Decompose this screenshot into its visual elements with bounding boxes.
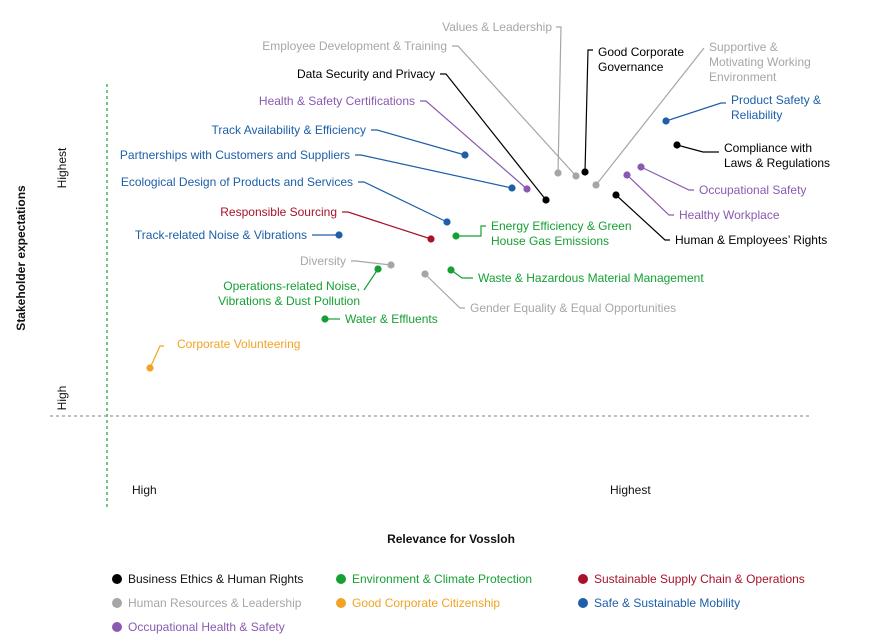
point-health-safety-certifications bbox=[523, 185, 531, 193]
point-good-corporate-governance bbox=[581, 168, 589, 176]
point-energy-efficiency-green-house-gas-emissions bbox=[452, 232, 460, 240]
point-operations-related-noise-vibrations-dust-pollution bbox=[374, 265, 382, 273]
label-ecological-design-of-products-and-services: Ecological Design of Products and Servic… bbox=[121, 175, 353, 189]
point-human-employees-rights bbox=[612, 191, 620, 199]
legend-item-mobility: Safe & Sustainable Mobility bbox=[578, 596, 740, 610]
leader-line-gender-equality-equal-opportunities bbox=[424, 273, 465, 309]
label-healthy-workplace: Healthy Workplace bbox=[679, 208, 780, 222]
leader-line-compliance-with-laws-regulations bbox=[676, 144, 719, 153]
point-corporate-volunteering bbox=[146, 364, 154, 372]
point-partnerships-with-customers-and-suppliers bbox=[508, 184, 516, 192]
legend-item-hr: Human Resources & Leadership bbox=[112, 596, 301, 610]
leader-line-employee-development-training bbox=[452, 45, 577, 177]
y-tick-high: High bbox=[55, 386, 69, 411]
point-occupational-safety bbox=[637, 163, 645, 171]
leader-line-waste-hazardous-material-management bbox=[450, 269, 473, 279]
point-compliance-with-laws-regulations bbox=[673, 141, 681, 149]
legend-dot bbox=[578, 574, 588, 584]
leader-line-supportive-motivating-working-environment bbox=[595, 47, 705, 186]
point-track-availability-efficiency bbox=[461, 151, 469, 159]
label-operations-related-noise-vibrations-dust-pollution: Operations-related Noise,Vibrations & Du… bbox=[218, 279, 360, 308]
legend-dot bbox=[112, 622, 122, 632]
leader-line-good-corporate-governance bbox=[584, 49, 593, 173]
label-human-employees-rights: Human & Employees’ Rights bbox=[675, 233, 827, 247]
x-tick-highest: Highest bbox=[610, 483, 651, 497]
legend-dot bbox=[336, 574, 346, 584]
label-track-related-noise-vibrations: Track-related Noise & Vibrations bbox=[135, 228, 307, 242]
point-data-security-and-privacy bbox=[542, 196, 550, 204]
label-health-safety-certifications: Health & Safety Certifications bbox=[259, 94, 415, 108]
point-product-safety-reliability bbox=[662, 117, 670, 125]
label-product-safety-reliability: Product Safety &Reliability bbox=[731, 93, 821, 122]
leader-line-product-safety-reliability bbox=[665, 102, 726, 122]
label-data-security-and-privacy: Data Security and Privacy bbox=[297, 67, 435, 81]
legend-label: Business Ethics & Human Rights bbox=[128, 572, 304, 586]
leader-line-track-availability-efficiency bbox=[371, 129, 466, 156]
legend-item-env: Environment & Climate Protection bbox=[336, 572, 532, 586]
y-axis-title: Stakeholder expectations bbox=[14, 185, 28, 331]
point-water-effluents bbox=[321, 315, 329, 323]
legend-label: Good Corporate Citizenship bbox=[352, 596, 501, 610]
point-responsible-sourcing bbox=[427, 235, 435, 243]
label-employee-development-training: Employee Development & Training bbox=[262, 39, 447, 53]
point-diversity bbox=[387, 261, 395, 269]
point-ecological-design-of-products-and-services bbox=[443, 218, 451, 226]
label-responsible-sourcing: Responsible Sourcing bbox=[220, 205, 337, 219]
x-axis-title: Relevance for Vossloh bbox=[387, 532, 515, 546]
leader-line-health-safety-certifications bbox=[420, 100, 528, 190]
label-diversity: Diversity bbox=[300, 254, 346, 268]
leader-line-responsible-sourcing bbox=[342, 211, 432, 240]
legend-item-supply: Sustainable Supply Chain & Operations bbox=[578, 572, 805, 586]
label-waste-hazardous-material-management: Waste & Hazardous Material Management bbox=[478, 271, 704, 285]
legend-dot bbox=[112, 598, 122, 608]
point-track-related-noise-vibrations bbox=[335, 231, 343, 239]
legend-label: Environment & Climate Protection bbox=[352, 572, 533, 586]
legend-dot bbox=[578, 598, 588, 608]
point-supportive-motivating-working-environment bbox=[592, 181, 600, 189]
label-gender-equality-equal-opportunities: Gender Equality & Equal Opportunities bbox=[470, 301, 676, 315]
legend-dot bbox=[112, 574, 122, 584]
point-waste-hazardous-material-management bbox=[447, 266, 455, 274]
point-employee-development-training bbox=[572, 172, 580, 180]
leader-line-partnerships-with-customers-and-suppliers bbox=[355, 154, 513, 189]
leader-line-operations-related-noise-vibrations-dust-pollution bbox=[363, 268, 379, 291]
leader-line-human-employees-rights bbox=[615, 194, 670, 241]
legend-item-citizen: Good Corporate Citizenship bbox=[336, 596, 500, 610]
leader-line-energy-efficiency-green-house-gas-emissions bbox=[456, 225, 486, 237]
leader-line-data-security-and-privacy bbox=[440, 73, 547, 201]
point-values-leadership bbox=[554, 169, 562, 177]
leader-line-diversity bbox=[351, 260, 392, 266]
y-tick-highest: Highest bbox=[55, 147, 69, 188]
legend-item-ethics: Business Ethics & Human Rights bbox=[112, 572, 303, 586]
label-occupational-safety: Occupational Safety bbox=[699, 183, 806, 197]
legend-label: Human Resources & Leadership bbox=[128, 596, 302, 610]
legend-item-ohs: Occupational Health & Safety bbox=[112, 620, 285, 634]
legend-dot bbox=[336, 598, 346, 608]
legend-label: Sustainable Supply Chain & Operations bbox=[594, 572, 805, 586]
legend-label: Safe & Sustainable Mobility bbox=[594, 596, 741, 610]
label-track-availability-efficiency: Track Availability & Efficiency bbox=[211, 123, 366, 137]
label-corporate-volunteering: Corporate Volunteering bbox=[177, 337, 300, 351]
leader-line-ecological-design-of-products-and-services bbox=[358, 181, 448, 223]
leader-line-corporate-volunteering bbox=[149, 345, 164, 369]
point-healthy-workplace bbox=[623, 171, 631, 179]
legend-label: Occupational Health & Safety bbox=[128, 620, 285, 634]
label-water-effluents: Water & Effluents bbox=[345, 312, 438, 326]
label-values-leadership: Values & Leadership bbox=[442, 20, 552, 34]
leader-line-values-leadership bbox=[556, 26, 562, 174]
point-gender-equality-equal-opportunities bbox=[421, 270, 429, 278]
x-tick-high: High bbox=[132, 483, 157, 497]
leader-line-healthy-workplace bbox=[626, 174, 674, 216]
label-partnerships-with-customers-and-suppliers: Partnerships with Customers and Supplier… bbox=[120, 148, 350, 162]
leader-line-occupational-safety bbox=[640, 166, 694, 191]
